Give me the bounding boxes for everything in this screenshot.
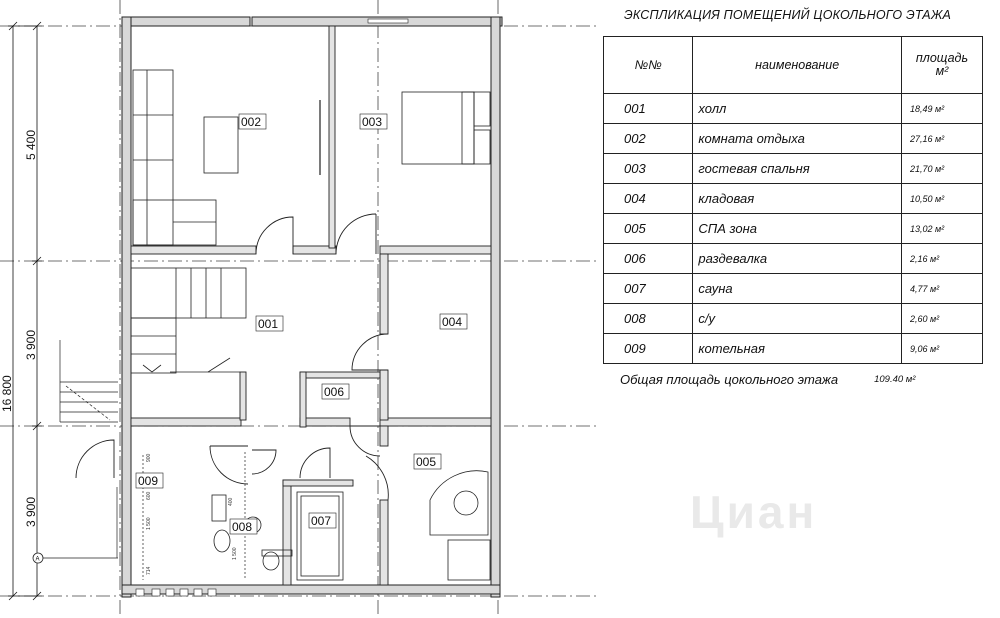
header-area-line2: м² [935, 64, 949, 78]
small-dim-6: 400 [228, 497, 234, 506]
row-num: 006 [602, 243, 694, 274]
total-area-label: Общая площадь цокольного этажа [620, 372, 839, 387]
dim-lower: 3 900 [24, 497, 38, 527]
room-label-006: 006 [324, 385, 344, 399]
small-dim-5: 1 500 [232, 547, 238, 560]
row-area: 2,16 м² [900, 243, 984, 274]
row-num: 009 [602, 333, 694, 364]
row-num: 005 [602, 213, 694, 244]
row-name: с/у [692, 303, 902, 334]
row-num: 008 [602, 303, 694, 334]
row-name: гостевая спальня [692, 153, 902, 184]
row-name: холл [692, 93, 902, 124]
row-area: 13,02 м² [900, 213, 984, 244]
dim-middle: 3 900 [24, 330, 38, 360]
room-label-002: 002 [241, 115, 261, 129]
stairs [130, 267, 247, 374]
bathtub [429, 470, 491, 581]
svg-text:А: А [36, 557, 40, 563]
room-label-005: 005 [416, 455, 436, 469]
row-num: 003 [602, 153, 694, 184]
row-area: 27,16 м² [900, 123, 984, 154]
row-area: 18,49 м² [900, 93, 984, 124]
row-area: 4,77 м² [900, 273, 984, 304]
dim-upper: 5 400 [24, 130, 38, 160]
room-labels: 001 002 003 004 005 006 007 008 009 [135, 113, 468, 535]
row-name: раздевалка [692, 243, 902, 274]
table [203, 116, 239, 174]
room-label-009: 009 [138, 474, 158, 488]
header-name: наименование [692, 36, 902, 94]
explication-title: ЭКСПЛИКАЦИЯ ПОМЕЩЕНИЙ ЦОКОЛЬНОГО ЭТАЖА [624, 8, 952, 22]
row-num: 001 [602, 93, 694, 124]
row-area: 10,50 м² [900, 183, 984, 214]
room-label-003: 003 [362, 115, 382, 129]
row-name: комната отдыха [692, 123, 902, 154]
row-num: 002 [602, 123, 694, 154]
floor-plan: 16 800 5 400 3 900 3 900 А [0, 0, 600, 615]
row-name: сауна [692, 273, 902, 304]
room-label-001: 001 [258, 317, 278, 331]
sauna-benches [296, 491, 344, 581]
total-area-value: 109.40 м² [874, 374, 916, 385]
row-num: 004 [602, 183, 694, 214]
small-dim-3: 1 500 [146, 517, 152, 530]
total-area: Общая площадь цокольного этажа 109.40 м² [620, 372, 915, 387]
doors [75, 213, 389, 501]
small-dim-1: 900 [146, 453, 152, 462]
dim-total: 16 800 [0, 375, 14, 412]
room-label-008: 008 [232, 520, 252, 534]
small-dim-2: 600 [146, 491, 152, 500]
foundation-vents [135, 588, 217, 597]
room-label-004: 004 [442, 315, 462, 329]
header-area-line1: площадь [915, 51, 969, 65]
watermark: Циан [690, 486, 818, 538]
row-name: котельная [692, 333, 902, 364]
small-dim-4: 714 [146, 566, 152, 575]
header-area: площадь м² [900, 36, 984, 94]
bed [401, 91, 491, 165]
outdoor-steps [59, 340, 118, 423]
row-name: кладовая [692, 183, 902, 214]
table-header-row: №№ наименование площадь м² [602, 36, 984, 94]
row-area: 2,60 м² [900, 303, 984, 334]
explication-panel: ЭКСПЛИКАЦИЯ ПОМЕЩЕНИЙ ЦОКОЛЬНОГО ЭТАЖА №… [600, 8, 1000, 387]
interior-walls [130, 25, 492, 586]
exterior-walls [121, 16, 503, 598]
room-label-007: 007 [311, 514, 331, 528]
row-num: 007 [602, 273, 694, 304]
header-num: №№ [602, 36, 694, 94]
axis-marker: А [32, 552, 118, 564]
row-area: 21,70 м² [900, 153, 984, 184]
row-area: 9,06 м² [900, 333, 984, 364]
dimension-lines [8, 21, 42, 601]
axis-lines [0, 0, 600, 615]
row-name: СПА зона [692, 213, 902, 244]
sofa [132, 69, 217, 246]
